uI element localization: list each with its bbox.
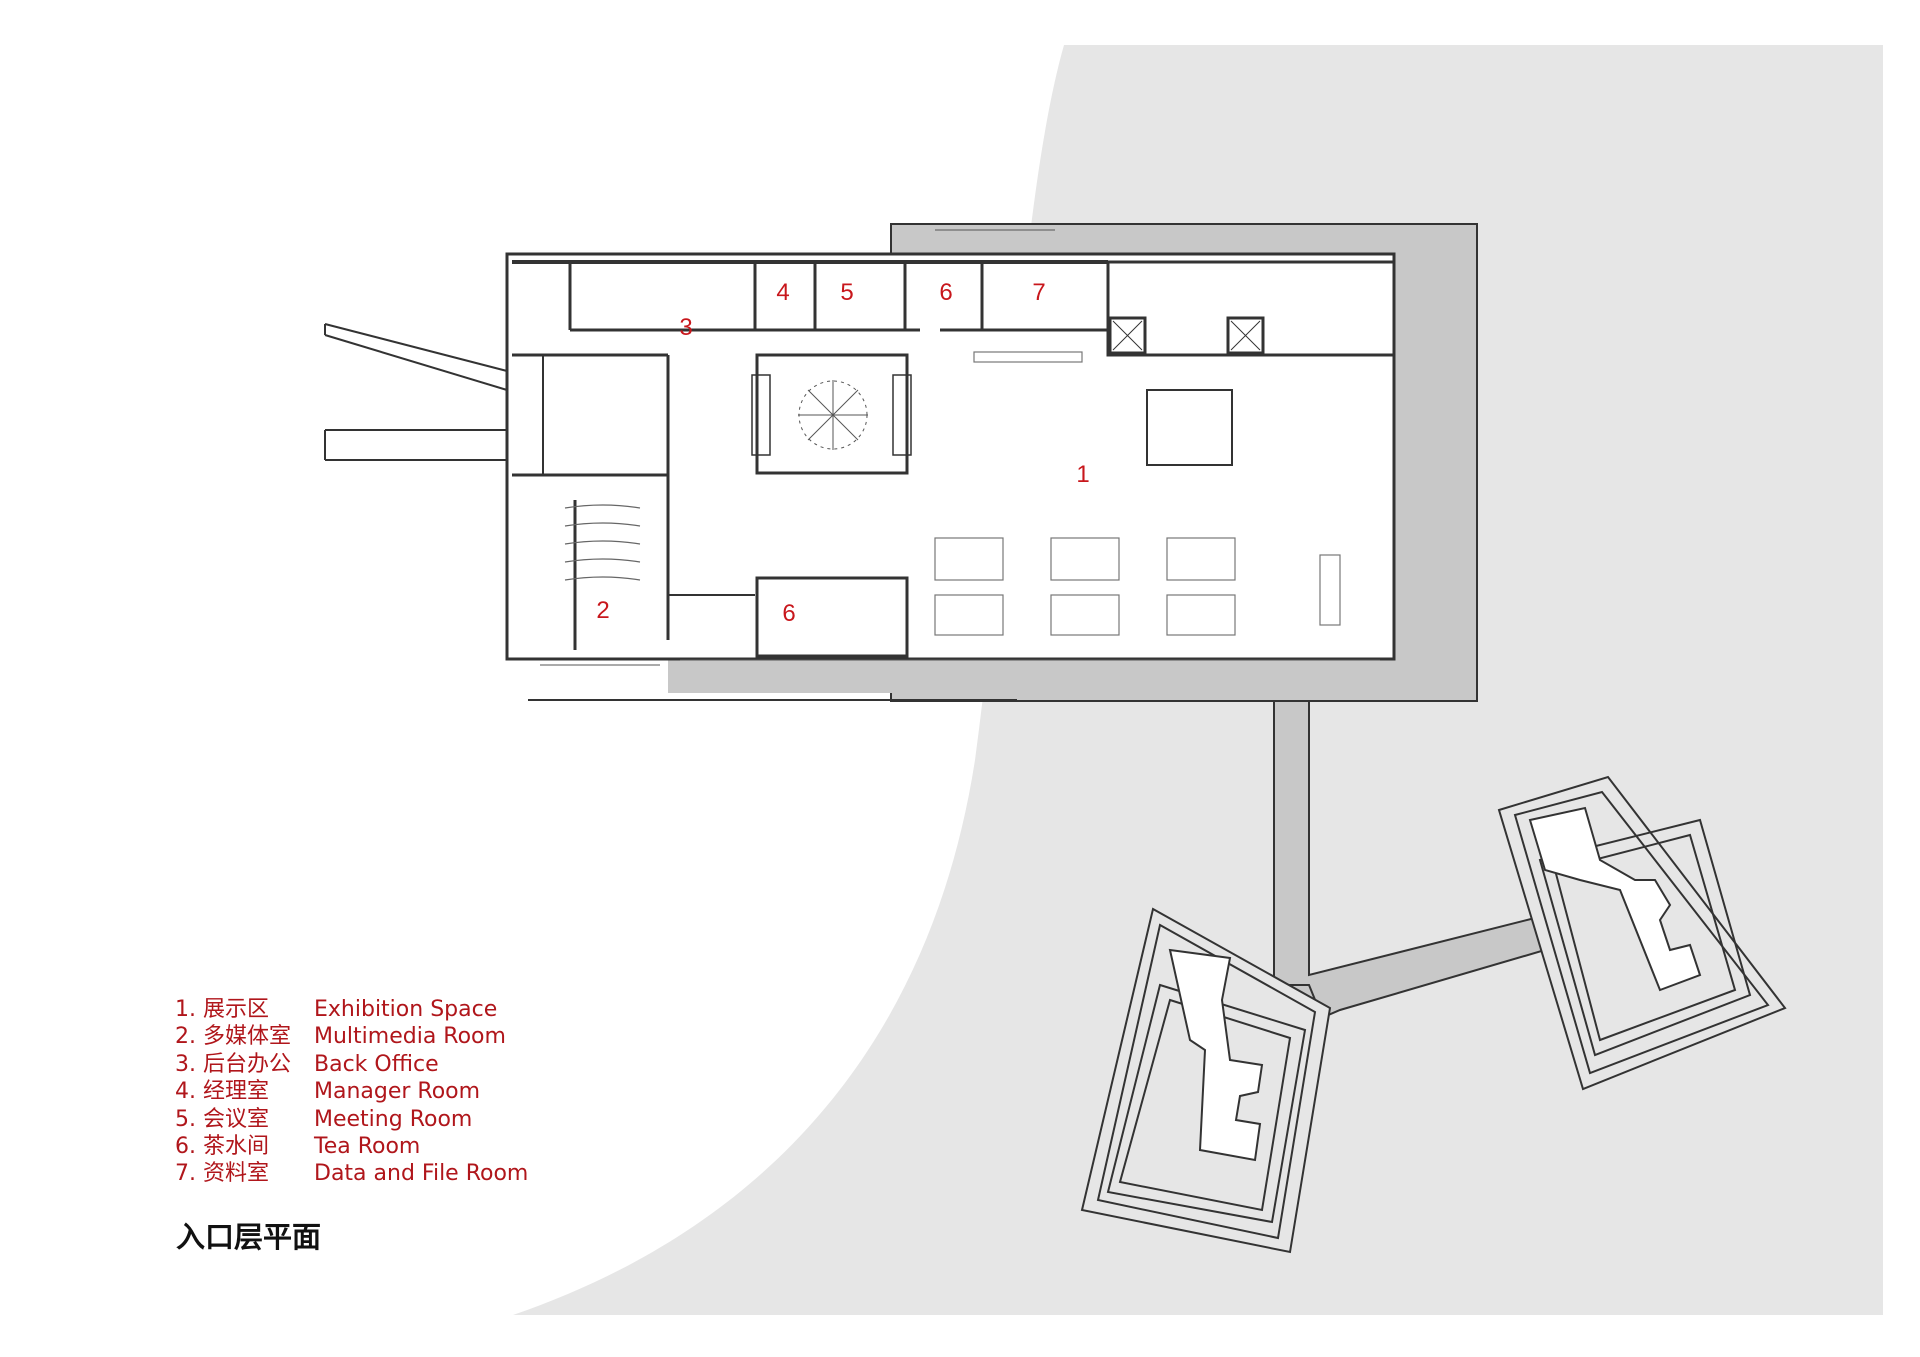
legend-cn: 1. 展示区 [175, 997, 269, 1022]
room-label-6-lower: 6 [782, 600, 795, 627]
legend-en: Manager Room [314, 1079, 481, 1105]
tree-icon [798, 380, 868, 450]
auditorium-seating [564, 504, 641, 581]
service-core [1106, 260, 1396, 357]
display-tables [934, 351, 1341, 636]
tea-room [755, 576, 909, 658]
room-label-7: 7 [1032, 279, 1045, 306]
room-label-3: 3 [679, 314, 692, 341]
entrance-ramp [324, 323, 508, 461]
void [1146, 389, 1233, 466]
legend-item: 3. 后台办公 Back Office [175, 1051, 528, 1078]
room-label-1: 1 [1076, 461, 1089, 488]
facade-louvers [540, 229, 1380, 666]
pavilion-right [1497, 775, 1787, 1091]
building [505, 229, 1396, 666]
legend-item: 7. 资料室 Data and File Room [175, 1160, 528, 1187]
legend-en: Back Office [314, 1051, 439, 1077]
legend-en: Data and File Room [314, 1161, 529, 1187]
legend-cn: 3. 后台办公 [175, 1051, 291, 1077]
legend-cn: 7. 资料室 [175, 1161, 269, 1187]
room-label-4: 4 [776, 279, 789, 306]
legend-item: 6. 茶水间 Tea Room [175, 1133, 528, 1160]
legend-cn: 2. 多媒体室 [175, 1024, 291, 1050]
courtyard [755, 353, 909, 475]
legend-item: 4. 经理室 Manager Room [175, 1078, 528, 1105]
legend-item: 2. 多媒体室 Multimedia Room [175, 1023, 528, 1050]
legend: 1. 展示区 Exhibition Space 2. 多媒体室 Multimedia… [175, 996, 528, 1188]
legend-en: Multimedia Room [314, 1024, 506, 1050]
legend-cn: 4. 经理室 [175, 1079, 269, 1105]
legend-en: Exhibition Space [314, 997, 498, 1022]
plan-title: 入口层平面 [176, 1220, 322, 1254]
room-label-2: 2 [596, 597, 609, 624]
room-label-6: 6 [939, 279, 952, 306]
legend-en: Meeting Room [314, 1106, 473, 1132]
legend-cn: 5. 会议室 [175, 1106, 269, 1132]
south-terrace [668, 659, 1472, 693]
legend-item: 1. 展示区 Exhibition Space [175, 996, 528, 1023]
room-label-5: 5 [840, 279, 853, 306]
elevator-icon [1108, 316, 1147, 355]
legend-cn: 6. 茶水间 [175, 1134, 269, 1160]
pavilion-left [1080, 907, 1332, 1254]
legend-item: 5. 会议室 Meeting Room [175, 1106, 528, 1133]
elevator-icon [1226, 316, 1265, 355]
legend-en: Tea Room [314, 1134, 421, 1160]
